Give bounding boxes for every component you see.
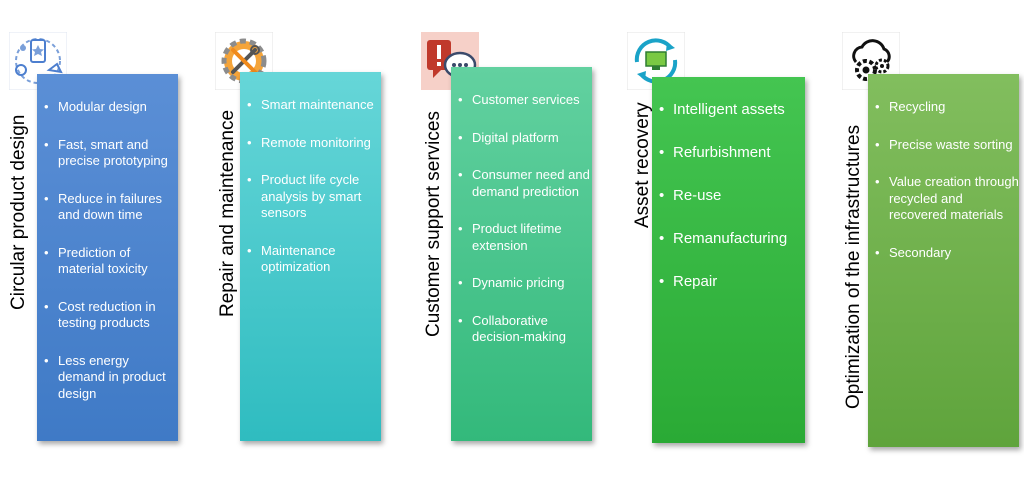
list-item: Remanufacturing bbox=[652, 230, 805, 248]
list-item: Remote monitoring bbox=[240, 135, 381, 152]
list-item: Reduce in failures and down time bbox=[37, 191, 178, 224]
list-item: Dynamic pricing bbox=[451, 275, 592, 292]
list-item: Fast, smart and precise prototyping bbox=[37, 137, 178, 170]
list-item: Secondary bbox=[868, 245, 1019, 262]
list-item: Repair bbox=[652, 273, 805, 291]
list-item: Customer services bbox=[451, 92, 592, 109]
column-box: Recycling Precise waste sorting Value cr… bbox=[868, 74, 1019, 447]
list-item: Collaborative decision-making bbox=[451, 313, 592, 346]
list-item: Maintenance optimization bbox=[240, 243, 381, 276]
column-title: Circular product design bbox=[8, 114, 29, 310]
column-box: Modular design Fast, smart and precise p… bbox=[37, 74, 178, 441]
list-item: Smart maintenance bbox=[240, 97, 381, 114]
list-item: Prediction of material toxicity bbox=[37, 245, 178, 278]
column-title: Optimization of the infrastructures bbox=[843, 124, 864, 409]
column-box: Intelligent assets Refurbishment Re-use … bbox=[652, 77, 805, 443]
list-item: Modular design bbox=[37, 99, 178, 116]
list-item: Re-use bbox=[652, 187, 805, 205]
list-item: Cost reduction in testing products bbox=[37, 299, 178, 332]
list-item: Product life cycle analysis by smart sen… bbox=[240, 172, 381, 222]
column-title: Repair and maintenance bbox=[217, 109, 238, 317]
list-item: Intelligent assets bbox=[652, 101, 805, 119]
list-item: Less energy demand in product design bbox=[37, 353, 178, 403]
list-item: Digital platform bbox=[451, 130, 592, 147]
list-item: Precise waste sorting bbox=[868, 137, 1019, 154]
column-title: Asset recovery bbox=[632, 102, 653, 228]
list-item: Product lifetime extension bbox=[451, 221, 592, 254]
list-item: Consumer need and demand prediction bbox=[451, 167, 592, 200]
column-box: Customer services Digital platform Consu… bbox=[451, 67, 592, 441]
list-item: Value creation through recycled and reco… bbox=[868, 174, 1019, 224]
circular-design-icon bbox=[8, 31, 68, 91]
list-item: Recycling bbox=[868, 99, 1019, 116]
list-item: Refurbishment bbox=[652, 144, 805, 162]
column-box: Smart maintenance Remote monitoring Prod… bbox=[240, 72, 381, 441]
column-title: Customer support services bbox=[423, 111, 444, 337]
